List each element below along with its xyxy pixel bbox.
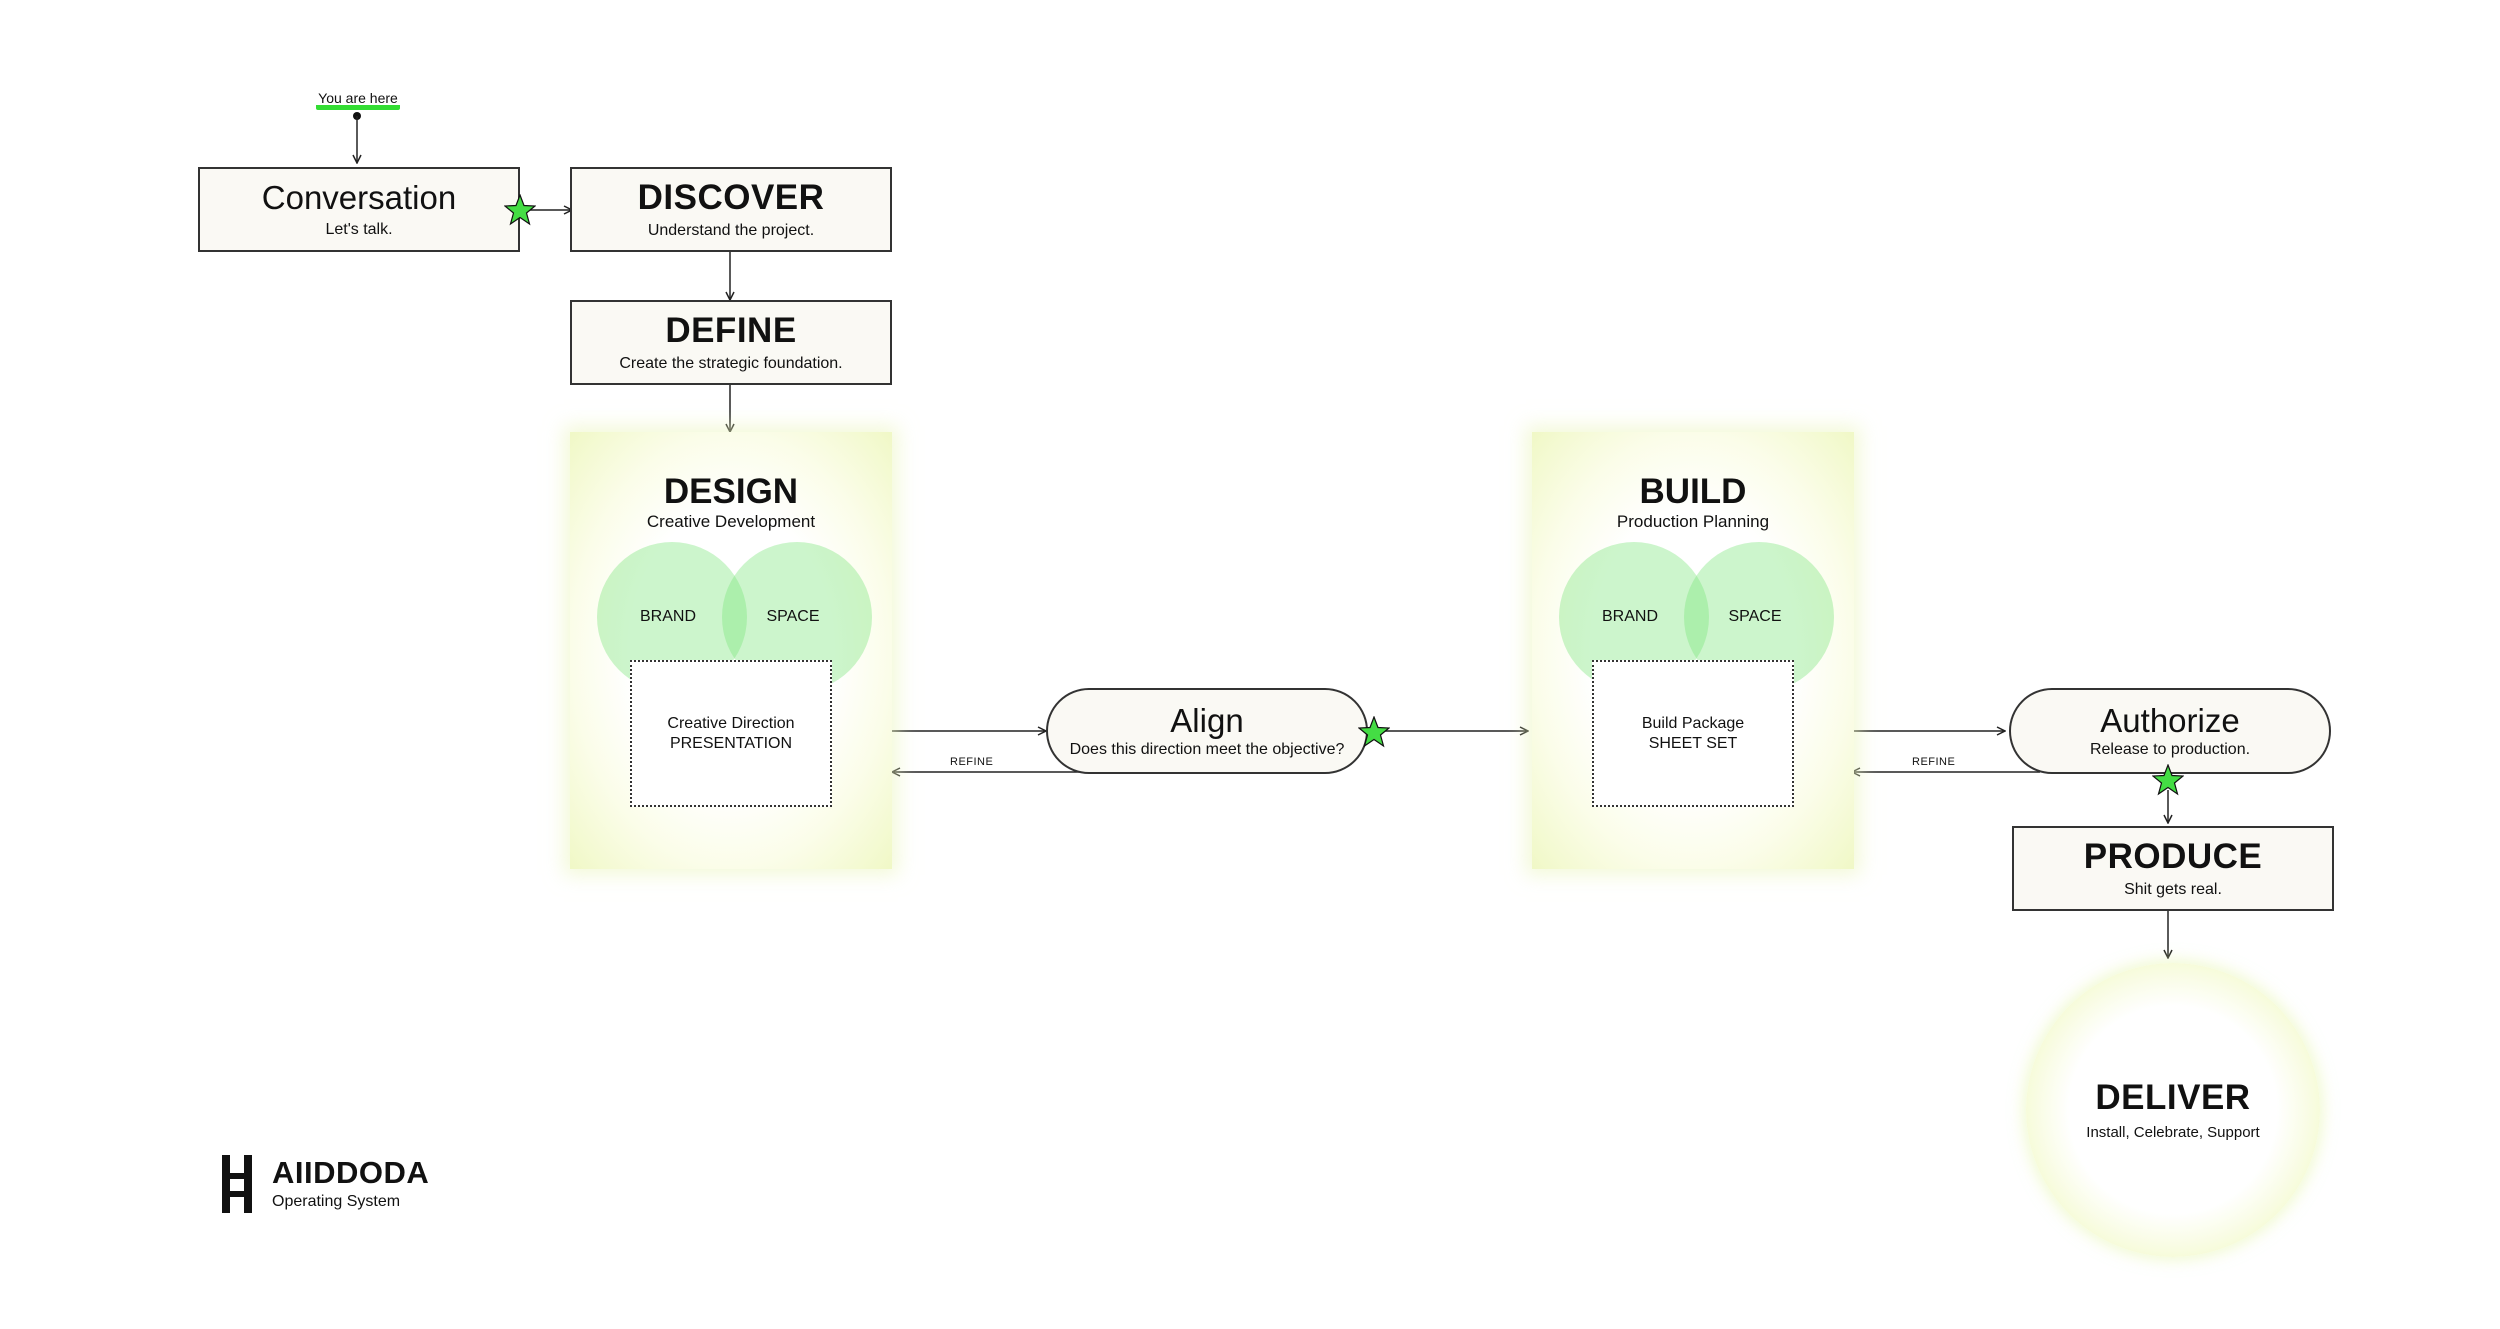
define-title: DEFINE <box>665 311 797 351</box>
deliver-title: DELIVER <box>2095 1078 2251 1118</box>
build-panel: BUILD Production Planning BRAND SPACE Bu… <box>1532 432 1854 869</box>
align-subtitle: Does this direction meet the objective? <box>1069 741 1345 759</box>
creative-direction-label: Creative Direction <box>667 714 795 732</box>
deliver-circle: DELIVER Install, Celebrate, Support <box>2026 963 2320 1257</box>
produce-box: PRODUCE Shit gets real. <box>2012 826 2334 911</box>
define-box: DEFINE Create the strategic foundation. <box>570 300 892 385</box>
authorize-pill: Authorize Release to production. <box>2009 688 2331 774</box>
design-panel: DESIGN Creative Development BRAND SPACE … <box>570 432 892 869</box>
design-subtitle: Creative Development <box>646 512 816 531</box>
discover-subtitle: Understand the project. <box>647 221 815 239</box>
conversation-box: Conversation Let's talk. <box>198 167 520 252</box>
you-are-here-label: You are here <box>316 91 400 110</box>
build-subtitle: Production Planning <box>1616 512 1770 531</box>
sheet-set-label: SHEET SET <box>1648 734 1738 752</box>
space-label: SPACE <box>1728 608 1782 625</box>
authorize-subtitle: Release to production. <box>2089 741 2251 759</box>
align-title: Align <box>1170 701 1244 739</box>
logo-name: AIIDDODA <box>272 1155 430 1190</box>
deliver-subtitle: Install, Celebrate, Support <box>2086 1123 2260 1141</box>
conversation-subtitle: Let's talk. <box>325 220 393 238</box>
build-package-box: Build Package SHEET SET <box>1592 660 1794 807</box>
logo-mark-icon <box>222 1155 252 1213</box>
produce-title: PRODUCE <box>2083 837 2263 877</box>
logo-tagline: Operating System <box>272 1193 401 1210</box>
star-icon <box>1358 716 1390 748</box>
space-label: SPACE <box>766 608 820 625</box>
discover-title: DISCOVER <box>637 178 825 218</box>
brand-logo: AIIDDODA Operating System <box>222 1155 482 1215</box>
define-subtitle: Create the strategic foundation. <box>619 354 843 372</box>
align-pill: Align Does this direction meet the objec… <box>1046 688 1368 774</box>
brand-label: BRAND <box>639 608 696 625</box>
design-title: DESIGN <box>663 472 799 511</box>
star-icon <box>504 194 536 226</box>
build-title: BUILD <box>1639 472 1747 511</box>
presentation-label: PRESENTATION <box>669 734 793 752</box>
star-icon <box>2152 764 2184 796</box>
brand-label: BRAND <box>1601 608 1658 625</box>
you-are-here-marker: You are here <box>310 90 406 110</box>
conversation-title: Conversation <box>261 179 457 217</box>
produce-subtitle: Shit gets real. <box>2124 880 2222 898</box>
discover-box: DISCOVER Understand the project. <box>570 167 892 252</box>
refine-label-design: REFINE <box>950 756 994 768</box>
refine-label-build: REFINE <box>1912 756 1956 768</box>
build-package-label: Build Package <box>1641 714 1745 732</box>
authorize-title: Authorize <box>2100 701 2240 739</box>
creative-direction-box: Creative Direction PRESENTATION <box>630 660 832 807</box>
